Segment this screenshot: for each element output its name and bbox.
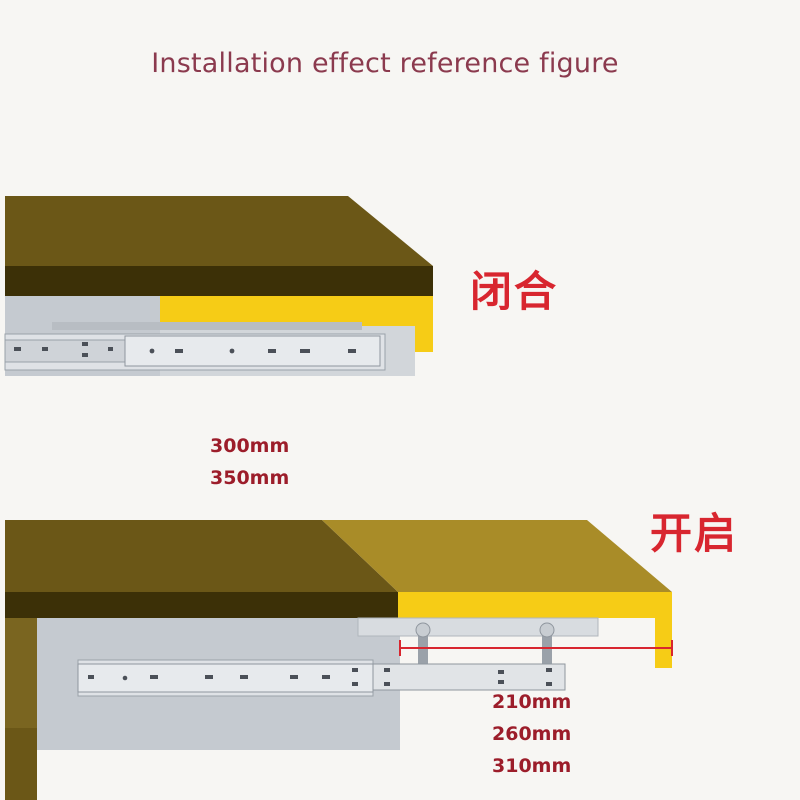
open-slide-rail xyxy=(77,659,566,697)
closed-slide-rail xyxy=(4,322,386,371)
closed-state-label: 闭合 xyxy=(470,267,559,316)
open-dimension-3: 310mm xyxy=(492,755,572,777)
diagram-title: Installation effect reference figure xyxy=(151,48,619,79)
open-drawer-front xyxy=(398,592,672,668)
open-drawer-top xyxy=(322,520,672,592)
closed-dimension-2: 350mm xyxy=(210,467,290,489)
open-state-illustration xyxy=(5,520,673,800)
closed-dimension-1: 300mm xyxy=(210,435,290,457)
open-dimensions: 210mm 260mm 310mm xyxy=(492,686,571,782)
open-dimension-2: 260mm xyxy=(492,723,572,745)
open-brackets xyxy=(415,622,555,668)
open-drawer-bottom xyxy=(357,617,599,637)
open-state-label: 开启 xyxy=(650,509,739,558)
closed-state-illustration xyxy=(4,196,433,376)
open-board-top xyxy=(5,520,398,592)
open-dimension-1: 210mm xyxy=(492,691,572,713)
open-board-edge xyxy=(5,592,398,618)
closed-board-edge xyxy=(5,266,433,296)
closed-board-top xyxy=(5,196,433,266)
extension-dimension-line xyxy=(399,640,673,656)
closed-dimensions: 300mm 350mm xyxy=(210,430,289,494)
